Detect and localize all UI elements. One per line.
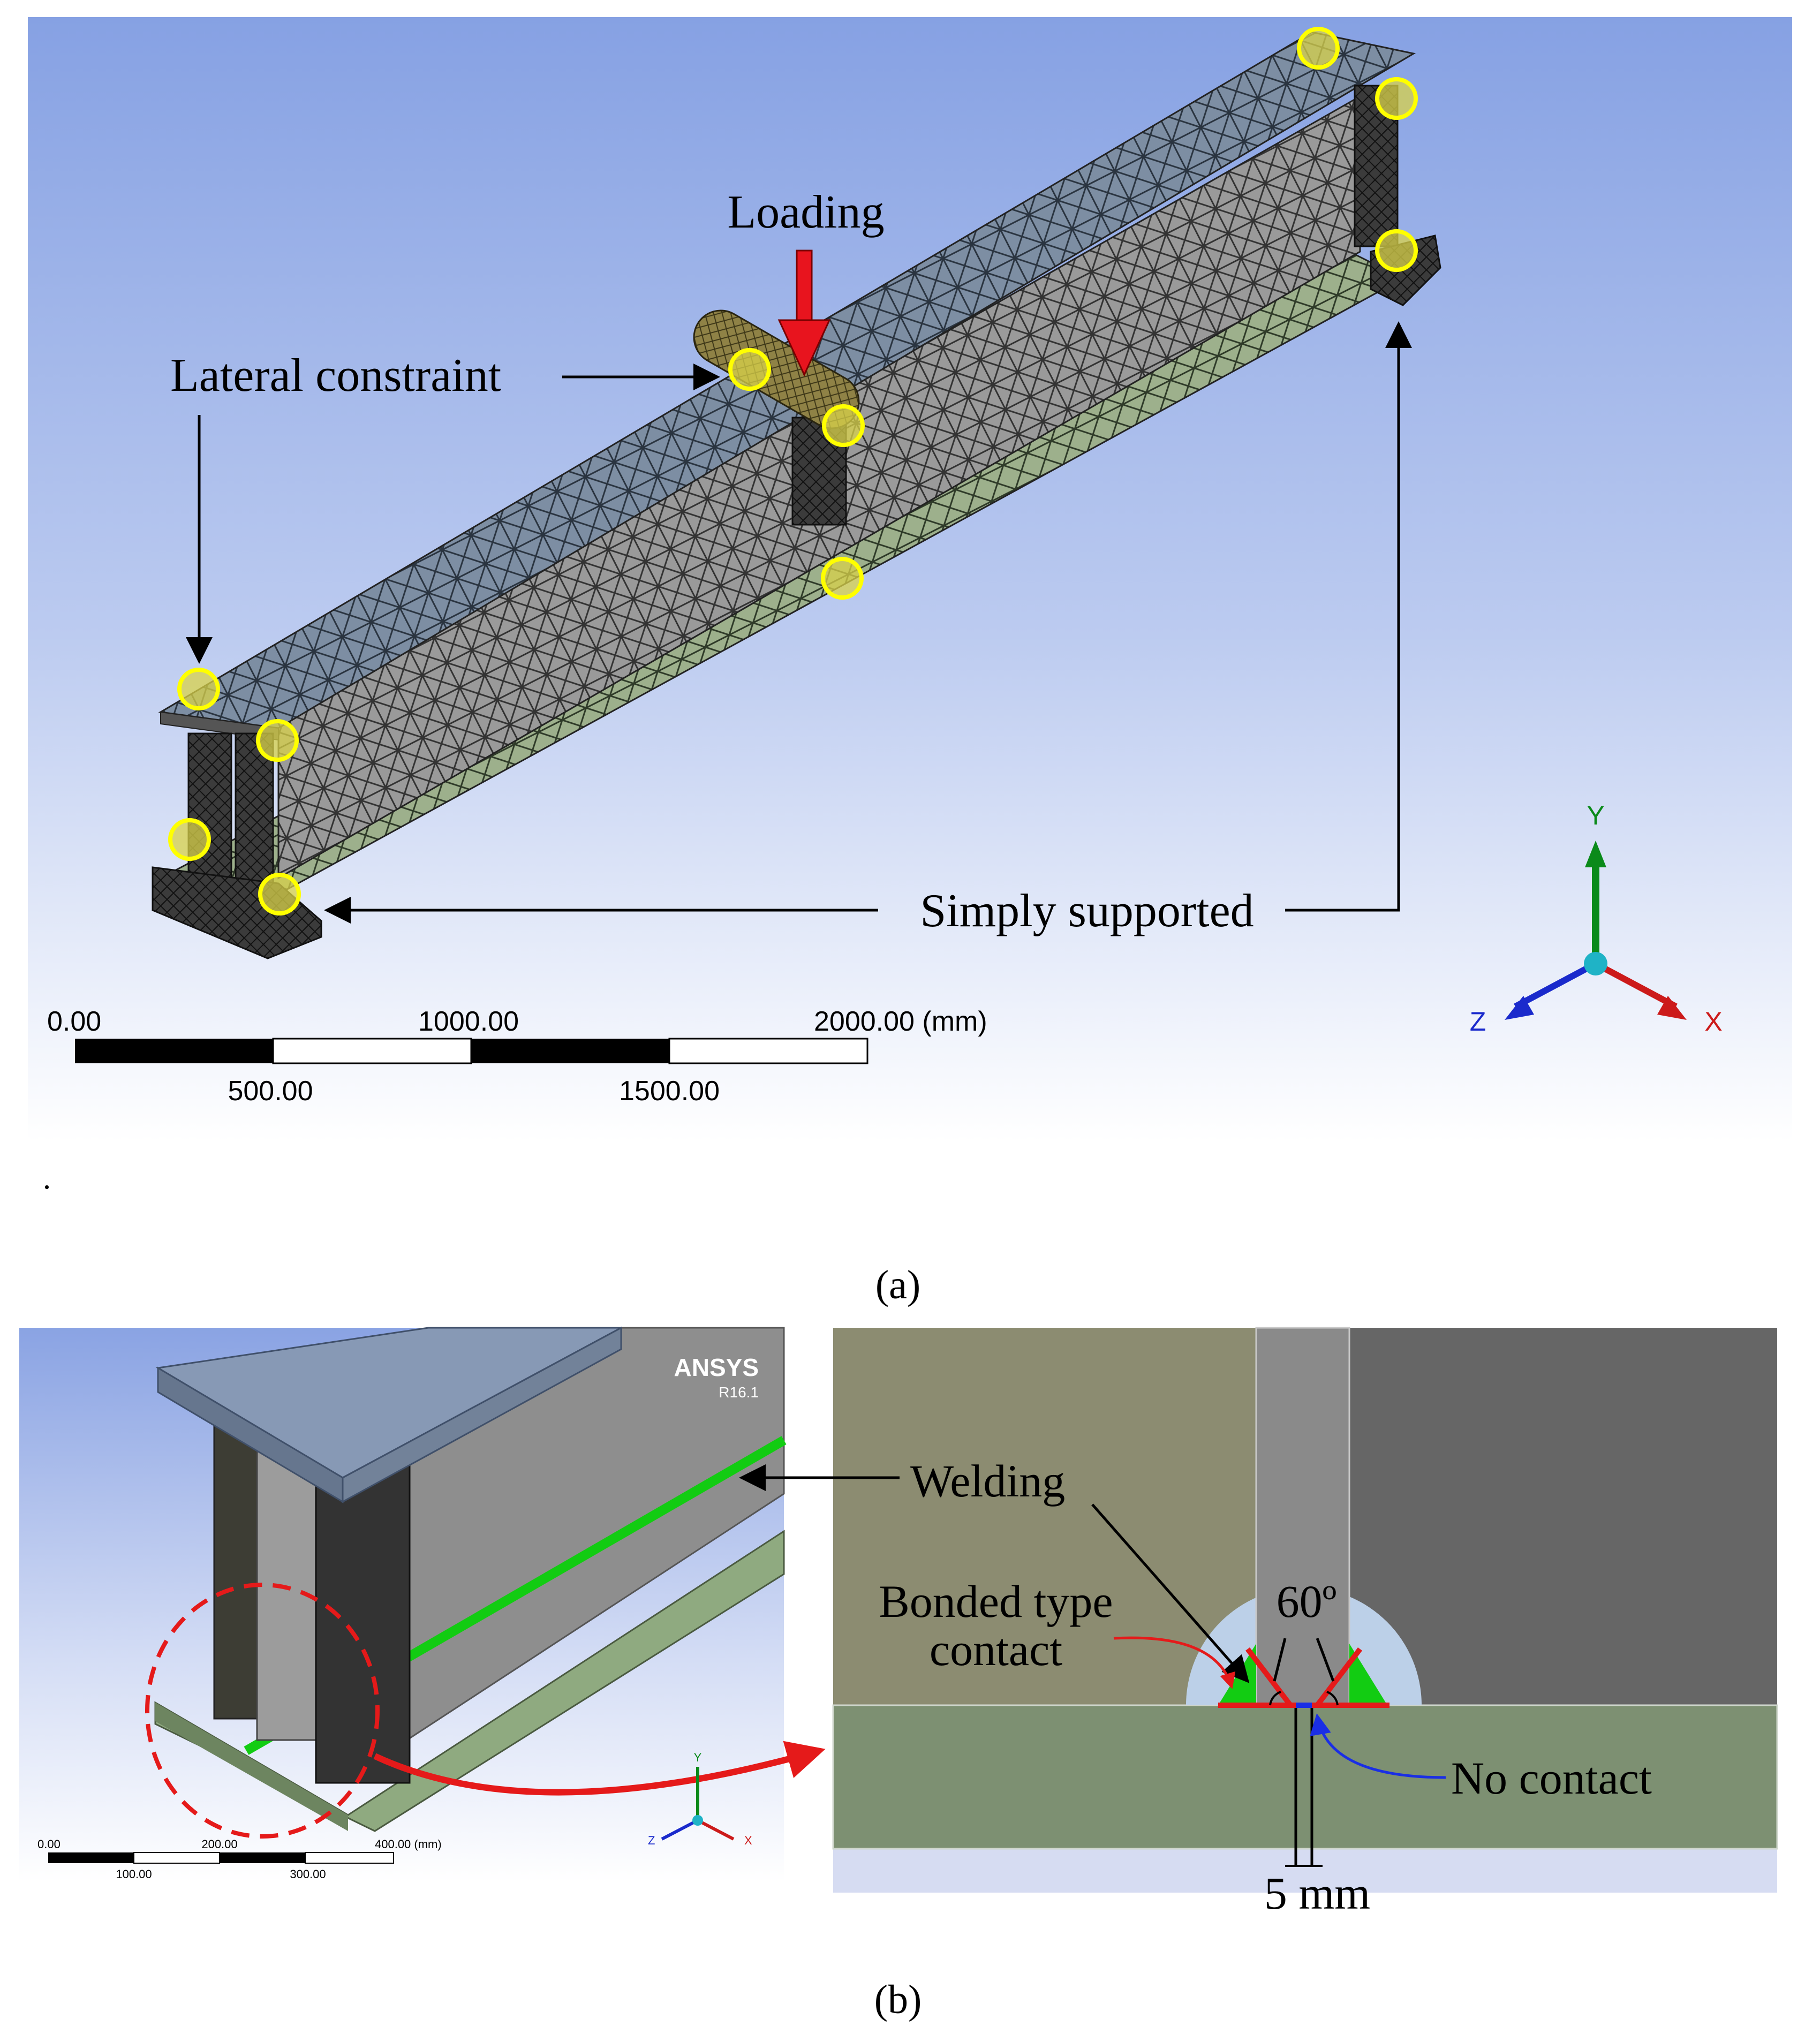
no-contact-arrow — [1310, 1713, 1446, 1779]
scale-bar-a: 0.00 1000.00 2000.00 (mm) 500.00 1500.00 — [47, 1006, 987, 1107]
bottom-flange-edge — [155, 1703, 348, 1831]
y-axis-label: Y — [1587, 800, 1604, 830]
axis-triad-b: Y X Z — [648, 1751, 752, 1847]
z-axis-head — [1505, 996, 1534, 1020]
no-contact-label: No contact — [1451, 1752, 1652, 1804]
bonded-contact-arrow — [1113, 1636, 1236, 1689]
axis-triad-a: Y X Z — [1470, 800, 1723, 1037]
bottom-flange-section — [832, 1704, 1778, 1850]
z-axis-label: Z — [1470, 1007, 1486, 1037]
angle-arc-left — [1269, 1691, 1281, 1706]
angle-arc-right — [1326, 1691, 1339, 1706]
panel-b-right: Welding Bonded type contact 60º No conta… — [739, 1327, 1778, 1919]
stiffener-face — [833, 1328, 1256, 1705]
scale-seg — [75, 1039, 273, 1063]
triad-origin — [692, 1815, 703, 1826]
scale-seg — [220, 1852, 305, 1863]
welding-label: Welding — [910, 1455, 1065, 1507]
scale-seg — [471, 1039, 669, 1063]
scale-bar-b: 0.00 200.00 400.00 (mm) 100.00 300.00 — [37, 1837, 442, 1881]
x-axis-line — [697, 1819, 735, 1841]
ansys-version: R16.1 — [719, 1384, 759, 1401]
marker-ring — [822, 404, 865, 447]
contact-slope-right — [1315, 1647, 1362, 1707]
simply-supported-label: Simply supported — [920, 885, 1253, 937]
scale-tick-label: 0.00 — [37, 1837, 61, 1851]
marker-ring — [177, 668, 220, 710]
scale-seg — [305, 1852, 394, 1864]
caption-a: (a) — [875, 1262, 920, 1307]
end-stiffener-left-1 — [187, 732, 232, 890]
end-stiffener-left-2 — [235, 732, 274, 895]
scale-tick-label: 1500.00 — [619, 1076, 720, 1107]
marker-ring — [1375, 229, 1418, 272]
web-face — [1349, 1328, 1777, 1705]
marker-ring — [1375, 77, 1418, 120]
scale-tick-label: 1000.00 — [418, 1006, 519, 1037]
triad-origin — [1584, 952, 1607, 975]
contact-slope-left — [1245, 1647, 1293, 1707]
z-axis-label: Z — [648, 1834, 655, 1847]
x-axis-label: X — [744, 1834, 752, 1847]
load-arrow — [777, 249, 831, 377]
scale-tick-label: 100.00 — [116, 1867, 152, 1881]
bonded-label-line2: contact — [930, 1624, 1062, 1675]
stiffener-detail-1 — [213, 1418, 258, 1720]
z-axis-line — [661, 1819, 699, 1841]
scale-tick-label: 200.00 — [201, 1837, 237, 1851]
angle-leader-right — [1316, 1638, 1335, 1682]
panel-a-background — [28, 17, 1792, 1141]
scale-seg — [668, 1038, 869, 1064]
y-axis-head — [1585, 841, 1606, 867]
ansys-brand: ANSYS — [674, 1353, 759, 1381]
constraint-markers — [168, 27, 1418, 916]
scale-tick-label: 500.00 — [228, 1076, 313, 1107]
stiffener-detail-3 — [315, 1455, 411, 1784]
weld-right — [1349, 1644, 1387, 1705]
lateral-constraint-label: Lateral constraint — [170, 350, 501, 402]
scale-seg — [272, 1038, 472, 1064]
z-axis-line — [1514, 960, 1597, 1010]
scale-tick-label: 2000.00 (mm) — [814, 1006, 987, 1037]
scale-tick-label: 400.00 (mm) — [375, 1837, 442, 1851]
marker-ring — [1297, 27, 1340, 70]
web-plate-section — [1255, 1327, 1350, 1706]
scale-seg — [133, 1852, 220, 1864]
y-axis-label: Y — [694, 1751, 702, 1764]
panel-b-left: ANSYS R16.1 0.00 200.00 400.00 (mm) 100.… — [19, 1326, 826, 1882]
zoom-region-circle — [145, 1583, 380, 1839]
zoom-arrow — [373, 1741, 826, 1796]
stray-dot: . — [43, 1160, 51, 1196]
bonded-label-line1: Bonded type — [879, 1576, 1113, 1627]
scale-tick-label: 0.00 — [47, 1006, 101, 1037]
loading-label: Loading — [727, 186, 884, 238]
simply-supported-right-arrow — [1285, 321, 1412, 912]
marker-ring — [728, 348, 771, 391]
marker-ring — [258, 873, 301, 916]
gap-label: 5 mm — [1264, 1867, 1370, 1919]
scale-seg — [48, 1852, 134, 1863]
panel-a: Loading Lateral constraint Simply suppor… — [28, 17, 1792, 1307]
angle-label: 60º — [1277, 1576, 1337, 1627]
scale-tick-label: 300.00 — [290, 1867, 326, 1881]
marker-ring — [168, 818, 211, 861]
caption-b: (b) — [874, 1977, 922, 2022]
marker-ring — [256, 719, 299, 762]
welding-arrow-right — [1091, 1503, 1250, 1683]
top-flange-detail-side — [342, 1326, 622, 1503]
angle-leader-left — [1273, 1638, 1287, 1682]
marker-ring — [821, 557, 864, 600]
x-axis-head — [1657, 996, 1687, 1020]
x-axis-label: X — [1704, 1007, 1722, 1037]
x-axis-line — [1594, 960, 1678, 1010]
